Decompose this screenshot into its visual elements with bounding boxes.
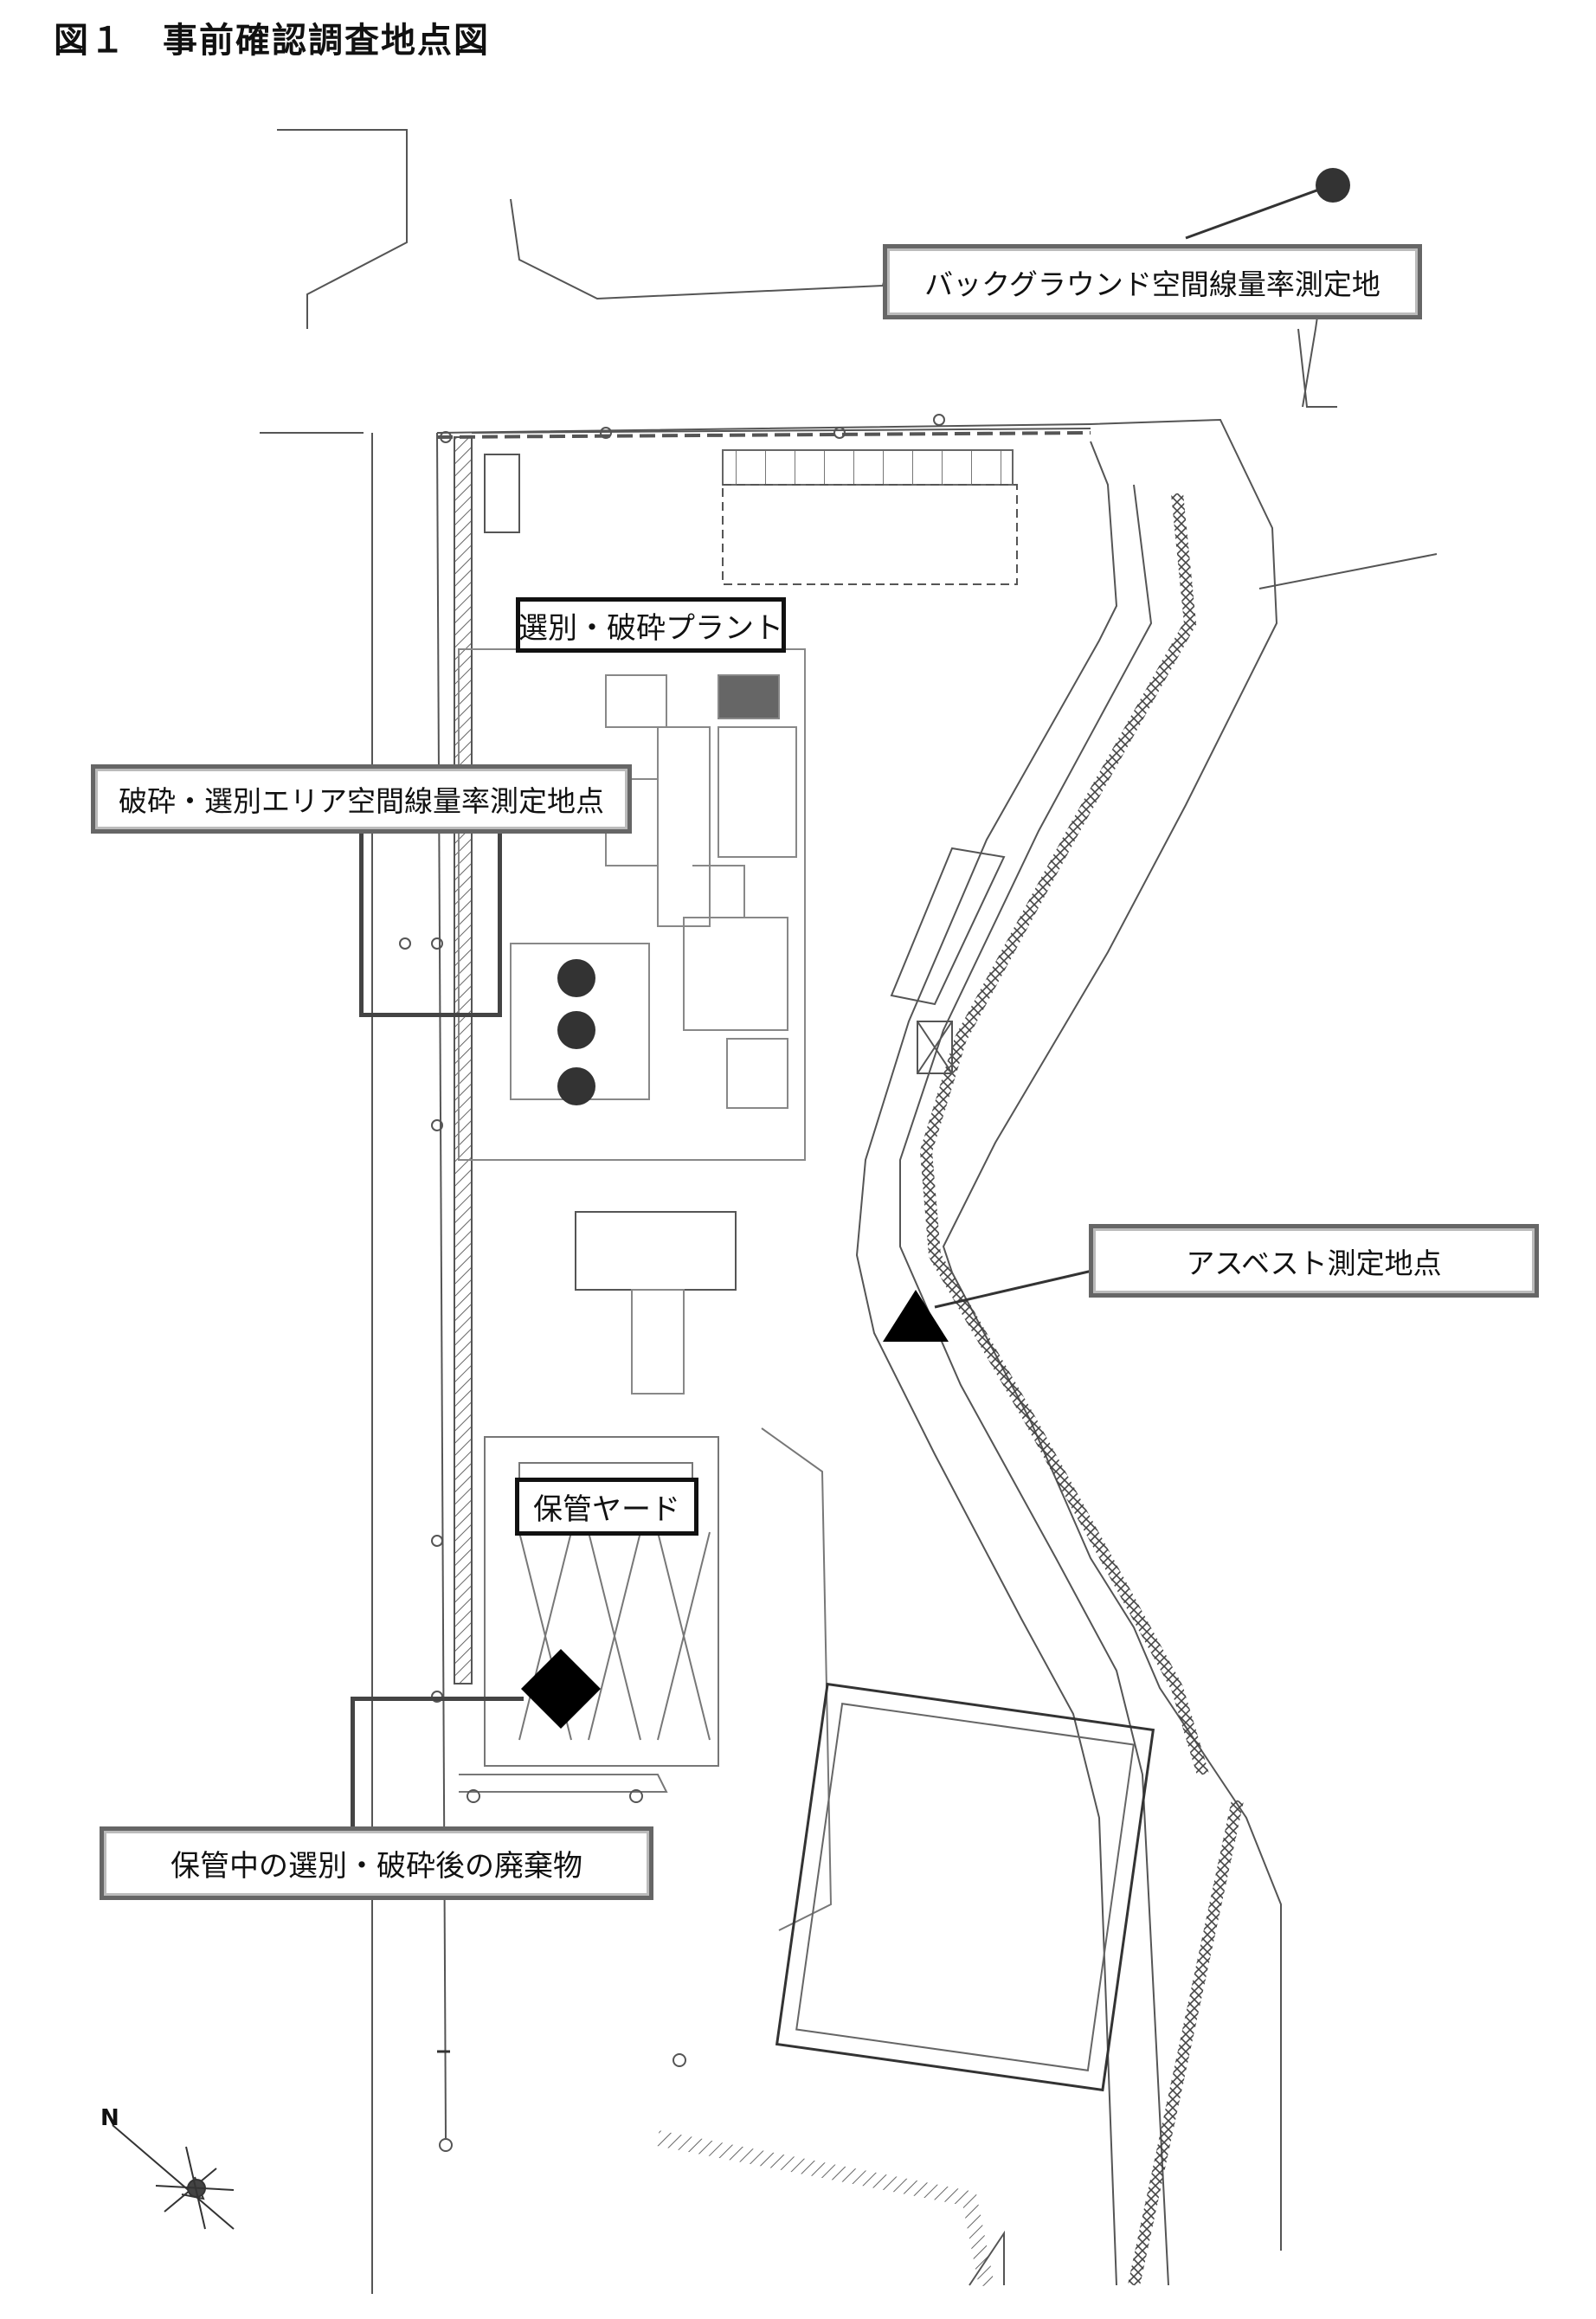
leader-lines <box>437 184 1329 2053</box>
storage-yard-label: 保管ヤード <box>515 1478 698 1536</box>
plant-label-text: 選別・破砕プラント <box>518 610 783 646</box>
stored-waste-bracket <box>351 1697 524 1826</box>
sorting-area-measurement-label: 破砕・選別エリア空間線量率測定地点 <box>91 764 632 834</box>
stored-waste-label: 保管中の選別・破砕後の廃棄物 <box>100 1826 653 1900</box>
sorting-area-point-2 <box>557 1011 595 1049</box>
asbestos-measurement-label: アスベスト測定地点 <box>1089 1224 1539 1298</box>
asbestos-measurement-point <box>883 1290 949 1342</box>
sorting-area-point-1 <box>557 959 595 997</box>
stored-waste-point <box>521 1649 601 1729</box>
storage-yard-label-text: 保管ヤード <box>533 1492 680 1527</box>
stored-waste-label-text: 保管中の選別・破砕後の廃棄物 <box>171 1849 582 1884</box>
south-wall <box>656 2130 994 2287</box>
compass-north-label: N <box>100 2105 119 2131</box>
sorting-area-bracket <box>359 834 502 1017</box>
sorting-area-point-3 <box>557 1067 595 1105</box>
pond <box>775 1682 1155 2092</box>
parking-band <box>722 449 1014 486</box>
background-measurement-point <box>1316 168 1350 203</box>
site-boundary <box>371 418 1282 2294</box>
background-measurement-label-text: バックグラウンド空間線量率測定地 <box>924 267 1380 301</box>
plant-facilities <box>458 648 806 1395</box>
road-lines <box>260 129 1438 589</box>
sorting-area-measurement-label-text: 破砕・選別エリア空間線量率測定地点 <box>119 784 604 818</box>
boundary-posts <box>399 414 945 2152</box>
plant-label: 選別・破砕プラント <box>516 597 786 653</box>
asbestos-measurement-label-text: アスベスト測定地点 <box>1186 1246 1442 1280</box>
figure-title: 図１ 事前確認調査地点図 <box>54 21 490 61</box>
compass-icon <box>112 2124 235 2230</box>
west-wall <box>454 436 473 1684</box>
east-embankment <box>919 493 1209 1777</box>
background-measurement-label: バックグラウンド空間線量率測定地 <box>883 244 1422 319</box>
